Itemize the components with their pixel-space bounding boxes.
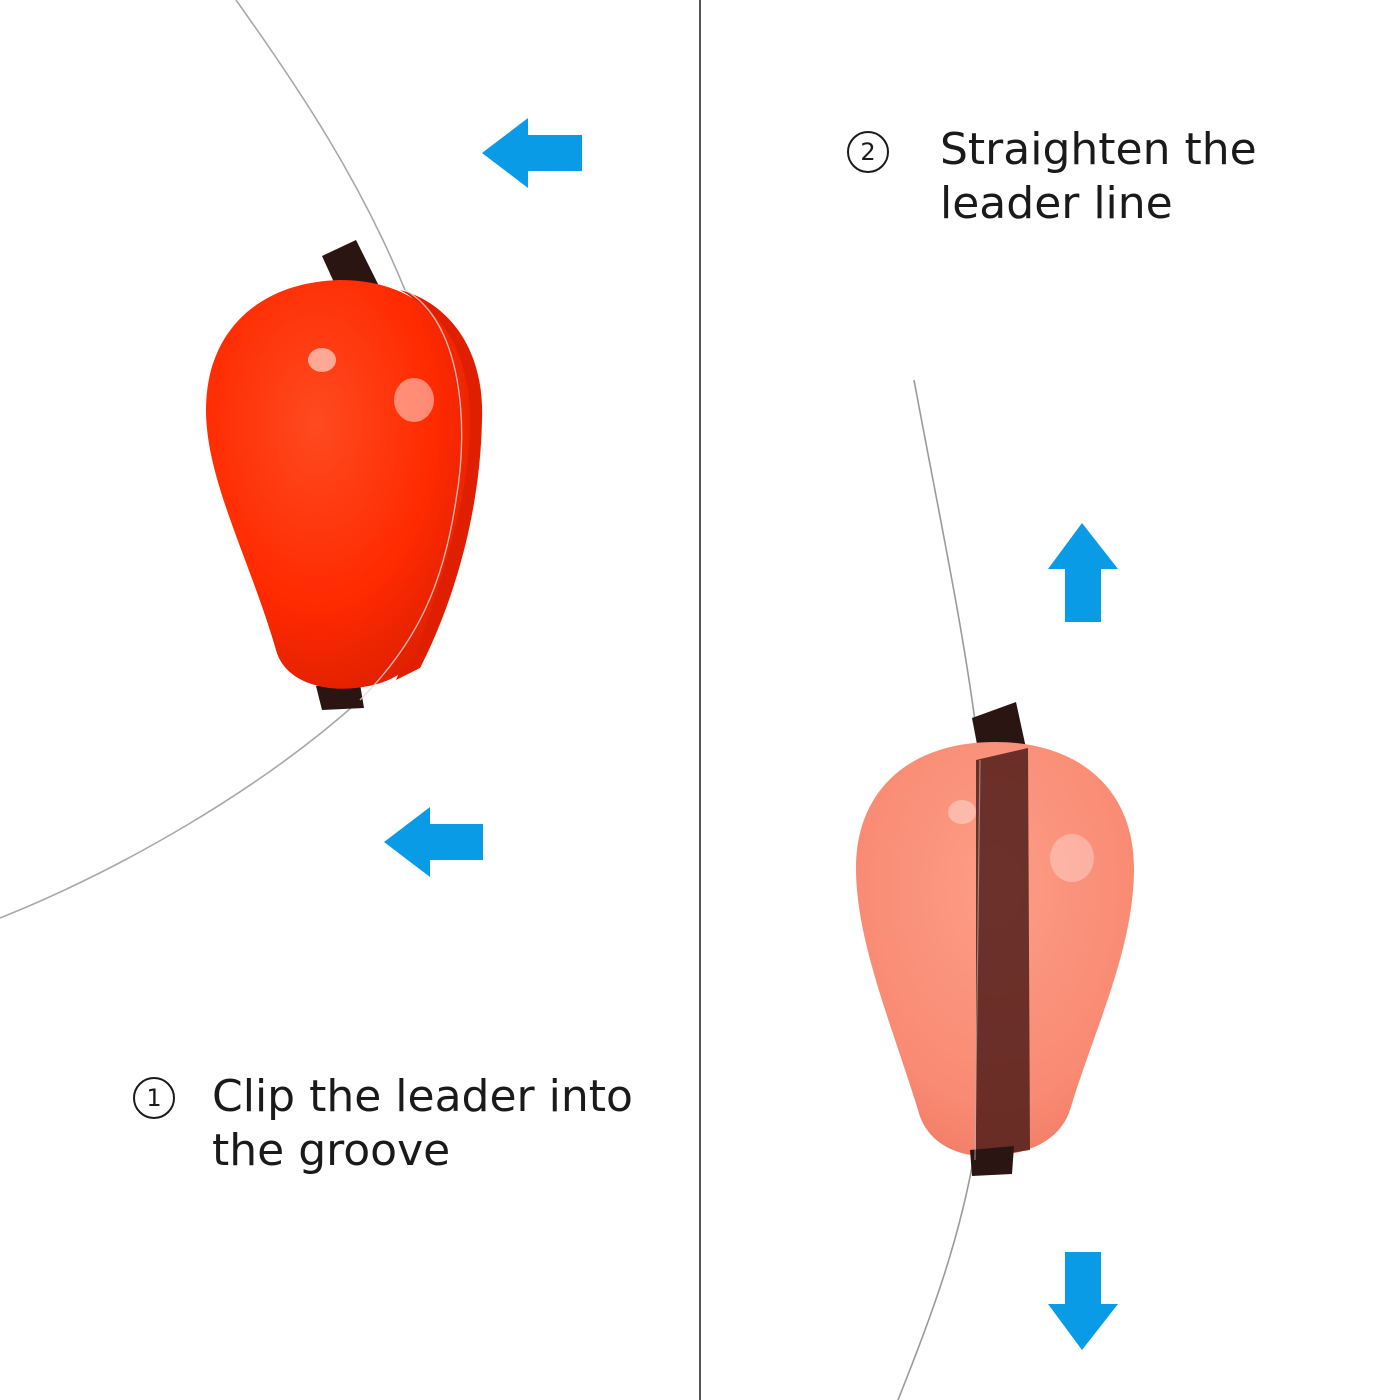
step-2-number: 2 (847, 131, 889, 173)
red-float (206, 280, 470, 689)
step-2-line-2: leader line (940, 178, 1173, 229)
arrow-left-icon (482, 118, 582, 188)
arrow-down-icon (1048, 1252, 1118, 1350)
float-tube-inner (976, 748, 1030, 1158)
float-highlight (1050, 834, 1094, 882)
leader-line-groove (359, 289, 463, 701)
step-1-text: Clip the leader into the groove (212, 1070, 633, 1178)
leader-line-in-tube (974, 759, 981, 1161)
leader-line-bottom (0, 699, 361, 919)
float-highlight (948, 800, 976, 824)
arrow-left-icon (384, 807, 483, 877)
float-highlight (394, 378, 434, 422)
step-1-line-1: Clip the leader into (212, 1071, 633, 1122)
float-tube-bottom (316, 684, 364, 710)
arrow-up-icon (1048, 523, 1118, 622)
step-2-line-1: Straighten the (940, 124, 1257, 175)
leader-line-straight-bottom (897, 1149, 976, 1400)
step-1-number: 1 (133, 1077, 175, 1119)
float-tube-bottom (970, 1146, 1014, 1176)
step-2-text: Straighten the leader line (940, 123, 1257, 231)
leader-line-straight (913, 379, 981, 761)
leader-line-top (235, 0, 406, 291)
float-highlight (308, 348, 336, 372)
step-1-line-2: the groove (212, 1125, 451, 1176)
